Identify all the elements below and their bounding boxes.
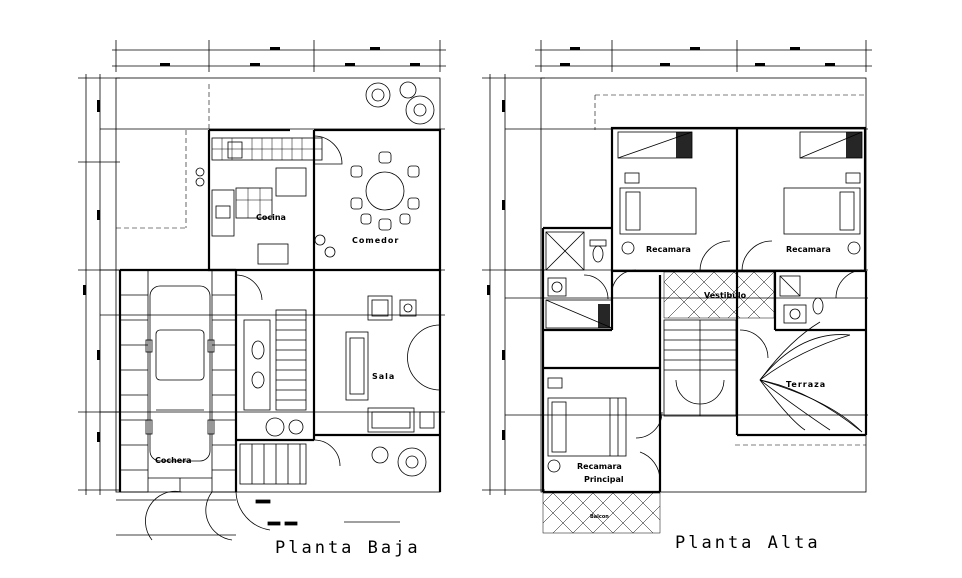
tree-icon (365, 81, 435, 125)
master-bedroom-label-2: Principal (584, 475, 624, 484)
toilet-icon (545, 231, 607, 271)
upper-lot-boundary (540, 77, 867, 493)
ground-top-dimensions (112, 40, 446, 72)
bed-icon (547, 377, 627, 457)
lobby-label: Vestibulo (704, 291, 747, 300)
sofa-icon (345, 295, 435, 433)
bed-icon (783, 172, 861, 235)
living-label: Sala (372, 372, 395, 381)
car-icon (145, 285, 215, 462)
tree-icon (265, 417, 304, 437)
ground-floor-title: Planta Baja (275, 538, 421, 558)
bedroom-right-label: Recamara (786, 245, 831, 254)
sink-icon (547, 275, 824, 324)
balcony (542, 492, 661, 534)
lot-boundary (115, 77, 441, 493)
kitchen-counters (195, 137, 336, 265)
closet-hatch (598, 132, 862, 328)
ground-left-dimensions (78, 74, 120, 495)
toilet-icon (243, 319, 271, 411)
nightstands (547, 241, 861, 473)
upper-top-dimensions (535, 40, 872, 72)
stair-icon (239, 309, 307, 485)
upper-left-dimensions (482, 74, 545, 495)
upper-floor-title: Planta Alta (675, 533, 821, 553)
tree-icon (759, 321, 863, 433)
terrace-label: Terraza (786, 380, 826, 389)
ground-sidewalk (116, 499, 400, 536)
stair-icon (663, 319, 737, 417)
master-bedroom-label: Recamara (577, 462, 622, 471)
upper-doors (583, 240, 863, 481)
vestibule-lattice (663, 271, 775, 319)
garage-paving (119, 269, 237, 493)
ground-doors (145, 274, 341, 541)
dining-table-icon (350, 151, 420, 231)
balcony-label: Balcon (590, 514, 609, 520)
ground-floor-plan: Cocina Comedor Sala Cochera Planta Baja (78, 40, 446, 558)
garage-label: Cochera (155, 456, 192, 465)
upper-floor-plan: Recamara Recamara Vestibulo Terraza Reca… (482, 40, 872, 553)
kitchen-door-arc (313, 135, 343, 165)
bedroom-left-label: Recamara (646, 245, 691, 254)
dining-label: Comedor (352, 236, 399, 245)
kitchen-label: Cocina (256, 213, 286, 222)
living-window-arc (407, 324, 441, 391)
tree-icon (371, 446, 427, 477)
bed-icon (619, 172, 697, 235)
upper-walls (541, 126, 868, 494)
